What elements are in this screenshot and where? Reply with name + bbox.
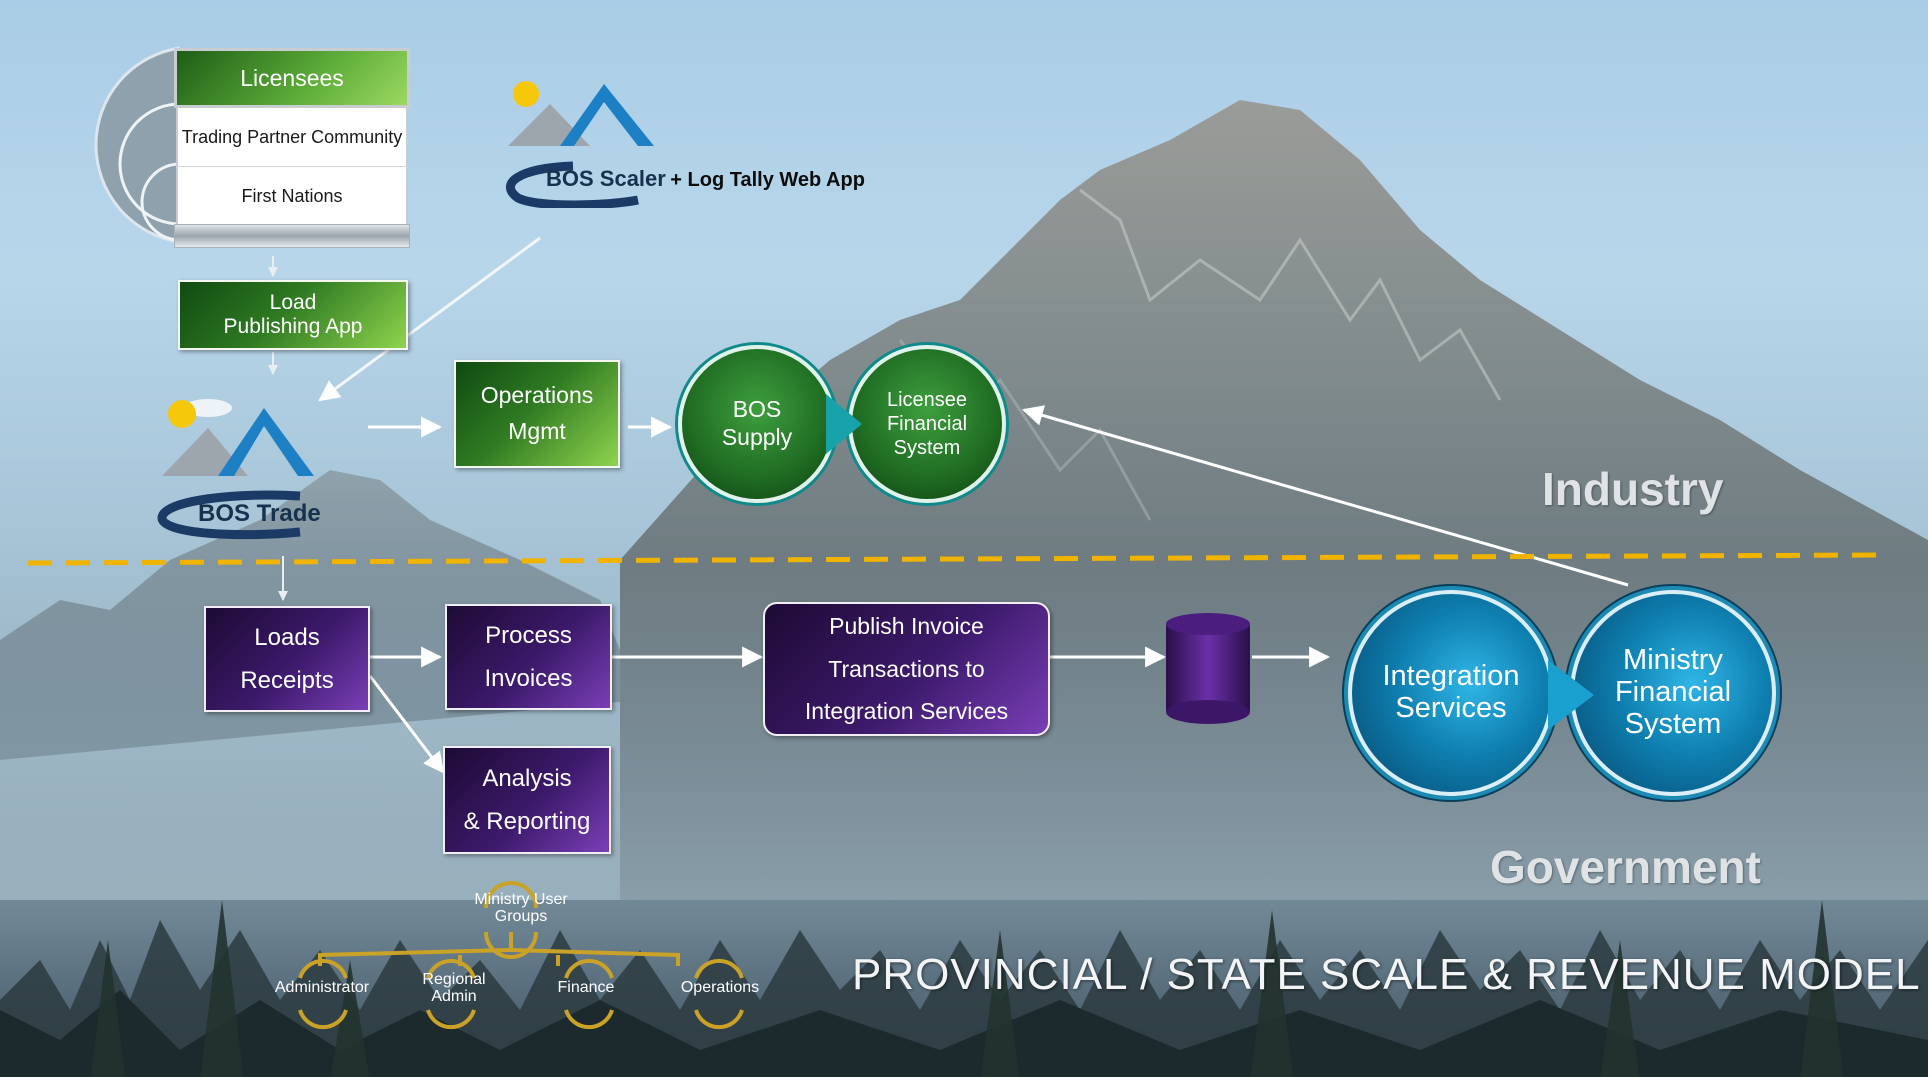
- operations-mgmt-line-1: Operations: [480, 382, 594, 409]
- supply-to-financial-pointer: [826, 394, 862, 454]
- user-groups-root-line-2: Groups: [494, 907, 548, 925]
- stakeholder-first-nations-label: First Nations: [241, 186, 343, 206]
- process-invoices-line-1: Process: [485, 621, 572, 649]
- bos-trade-logo-icon: [157, 399, 314, 540]
- bos-supply-line-2: Supply: [721, 424, 793, 450]
- integration-services-line-1: Integration: [1382, 660, 1520, 693]
- process-invoices-line-2: Invoices: [484, 665, 573, 692]
- publish-invoice-line-3: Integration Services: [804, 698, 1009, 725]
- operations-mgmt-line-2: Mgmt: [508, 418, 566, 444]
- ministry-financial-line-3: System: [1624, 707, 1722, 740]
- stakeholder-row-trading-partner: Trading Partner Community: [176, 108, 408, 166]
- licensee-financial-circle: Licensee Financial System: [848, 345, 1006, 503]
- ministry-financial-line-2: Financial: [1614, 676, 1732, 709]
- licensees-label: Licensees: [240, 64, 344, 91]
- stakeholder-row-first-nations: First Nations: [176, 166, 408, 226]
- licensee-financial-line-2: Financial: [886, 413, 968, 435]
- user-groups-tree: [298, 881, 744, 1030]
- load-publishing-line-1: Load: [269, 290, 317, 314]
- operations-mgmt-box: Operations Mgmt: [454, 360, 620, 468]
- zone-divider-line: [27, 552, 1881, 566]
- user-group-regional-line-2: Admin: [431, 987, 477, 1005]
- bos-supply-line-1: BOS: [732, 396, 782, 423]
- industry-zone-label: Industry: [1542, 463, 1724, 515]
- loads-receipts-line-2: Receipts: [240, 667, 334, 694]
- user-group-finance: Finance: [557, 979, 615, 996]
- stakeholder-stack-base: [174, 224, 410, 248]
- stakeholder-trading-partner-label: Trading Partner Community: [181, 126, 403, 147]
- licensee-financial-line-3: System: [893, 437, 961, 459]
- arrow-loads-to-analysis: [368, 675, 445, 774]
- loads-receipts-line-1: Loads: [254, 623, 320, 651]
- user-groups-root-label: Ministry User Groups: [466, 891, 576, 926]
- bos-scaler-logo-icon: [506, 81, 654, 208]
- bos-scaler-suffix: + Log Tally Web App: [670, 169, 865, 191]
- ministry-financial-line-1: Ministry: [1623, 644, 1723, 677]
- ministry-financial-circle: Ministry Financial System: [1570, 590, 1776, 796]
- analysis-reporting-line-2: & Reporting: [463, 808, 591, 835]
- integration-services-line-2: Services: [1395, 692, 1507, 724]
- load-publishing-line-2: Publishing App: [223, 315, 363, 338]
- loads-receipts-box: Loads Receipts: [204, 606, 370, 712]
- analysis-reporting-box: Analysis & Reporting: [443, 746, 611, 854]
- bos-scaler-label: BOS Scaler + Log Tally Web App: [546, 166, 865, 192]
- user-group-administrator: Administrator: [274, 979, 370, 996]
- user-groups-root-line-1: Ministry User: [474, 891, 568, 908]
- model-title: PROVINCIAL / STATE SCALE & REVENUE MODEL: [852, 950, 1921, 999]
- process-invoices-box: Process Invoices: [445, 604, 612, 710]
- load-publishing-app-box: Load Publishing App: [178, 280, 408, 350]
- integration-to-ministry-pointer: [1548, 660, 1594, 730]
- publish-invoice-line-2: Transactions to: [828, 655, 985, 682]
- user-group-operations: Operations: [680, 979, 760, 996]
- bos-scaler-name: BOS Scaler: [546, 166, 666, 191]
- stakeholder-arc-graphic: [94, 46, 181, 244]
- bos-supply-circle: BOS Supply: [678, 345, 836, 503]
- integration-services-circle: Integration Services: [1348, 590, 1554, 796]
- licensee-financial-line-1: Licensee: [886, 389, 968, 411]
- database-cylinder-icon: [1166, 613, 1250, 724]
- publish-invoice-line-1: Publish Invoice: [829, 613, 984, 640]
- arrow-scaler-to-trade: [318, 236, 541, 402]
- user-group-regional-admin: Regional Admin: [404, 971, 504, 1006]
- analysis-reporting-line-1: Analysis: [482, 764, 572, 792]
- publish-invoice-box: Publish Invoice Transactions to Integrat…: [763, 602, 1050, 736]
- bos-trade-label: BOS Trade: [198, 500, 321, 527]
- licensees-header: Licensees: [174, 48, 410, 108]
- user-group-regional-line-1: Regional: [422, 971, 486, 988]
- government-zone-label: Government: [1490, 841, 1761, 893]
